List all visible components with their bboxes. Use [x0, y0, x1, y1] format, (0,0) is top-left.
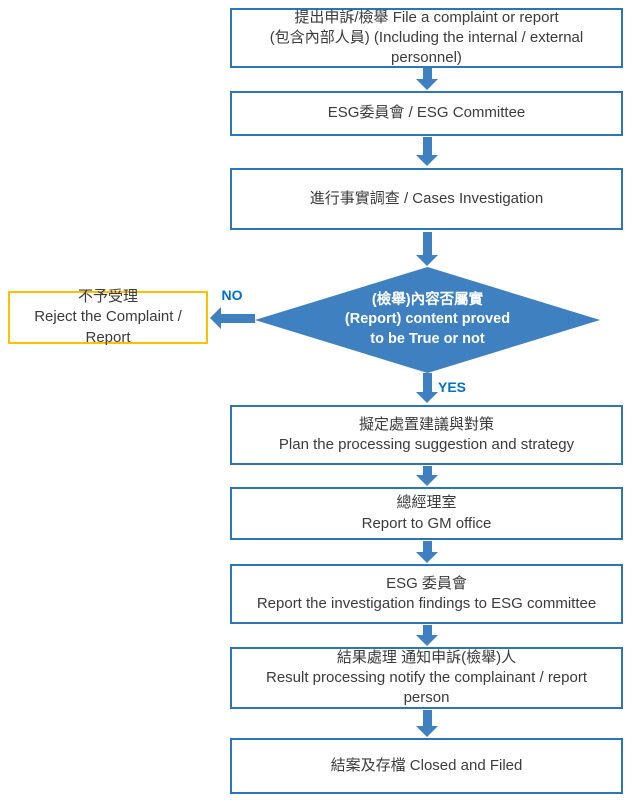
flow-box-esg-report: ESG 委員會 Report the investigation finding…: [230, 564, 623, 624]
box-text-line: (包含內部人員) (Including the internal / exter…: [269, 28, 584, 67]
arrow-down-icon: [416, 232, 438, 266]
flow-box-gm-office: 總經理室 Report to GM office: [230, 487, 623, 540]
diamond-text-line: to be True or not: [370, 330, 485, 347]
flow-box-closed: 結案及存檔 Closed and Filed: [230, 738, 623, 794]
box-text-line: ESG委員會 / ESG Committee: [327, 104, 526, 122]
arrow-left-icon: [210, 307, 255, 329]
diamond-text-line: (檢舉)內容否屬實: [371, 291, 484, 308]
arrow-down-icon: [416, 466, 438, 486]
box-text-line: 總經理室: [396, 494, 457, 512]
box-text-line: Result processing notify the complainant…: [266, 668, 587, 707]
box-text-line: 不予受理: [77, 288, 138, 306]
diamond-text-line: (Report) content proved: [344, 311, 511, 328]
flow-box-esg-committee: ESG委員會 / ESG Committee: [230, 91, 623, 136]
box-text-line: 進行事實調查 / Cases Investigation: [309, 189, 544, 207]
yes-branch-label: YES: [438, 379, 467, 395]
arrow-down-icon: [416, 373, 438, 403]
box-text-line: 結果處理 通知申訴(檢舉)人: [336, 648, 517, 666]
no-branch-label: NO: [221, 287, 243, 303]
decision-diamond: (檢舉)內容否屬實 (Report) content proved to be …: [255, 267, 600, 373]
box-text-line: 結案及存檔 Closed and Filed: [330, 756, 523, 774]
arrow-down-icon: [416, 625, 438, 646]
arrow-down-icon: [416, 137, 438, 166]
box-text-line: ESG 委員會: [386, 574, 467, 592]
arrow-down-icon: [416, 68, 438, 90]
box-text-line: Reject the Complaint / Report: [34, 308, 182, 346]
flow-box-investigation: 進行事實調查 / Cases Investigation: [230, 168, 623, 230]
flow-box-reject: 不予受理 Reject the Complaint / Report: [8, 288, 208, 346]
box-text-line: Plan the processing suggestion and strat…: [278, 436, 575, 453]
arrow-down-icon: [416, 710, 438, 737]
box-text-line: Report the investigation findings to ESG…: [256, 595, 597, 612]
flow-box-plan: 擬定處置建議與對策 Plan the processing suggestion…: [230, 405, 623, 465]
box-text-line: Report to GM office: [361, 514, 492, 532]
flow-box-result: 結果處理 通知申訴(檢舉)人 Result processing notify …: [230, 647, 623, 709]
arrow-down-icon: [416, 541, 438, 563]
box-text-line: 擬定處置建議與對策: [358, 415, 494, 433]
flow-box-file-complaint: 提出申訴/檢舉 File a complaint or report (包含內部…: [230, 8, 623, 68]
box-text-line: 提出申訴/檢舉 File a complaint or report: [294, 8, 559, 26]
